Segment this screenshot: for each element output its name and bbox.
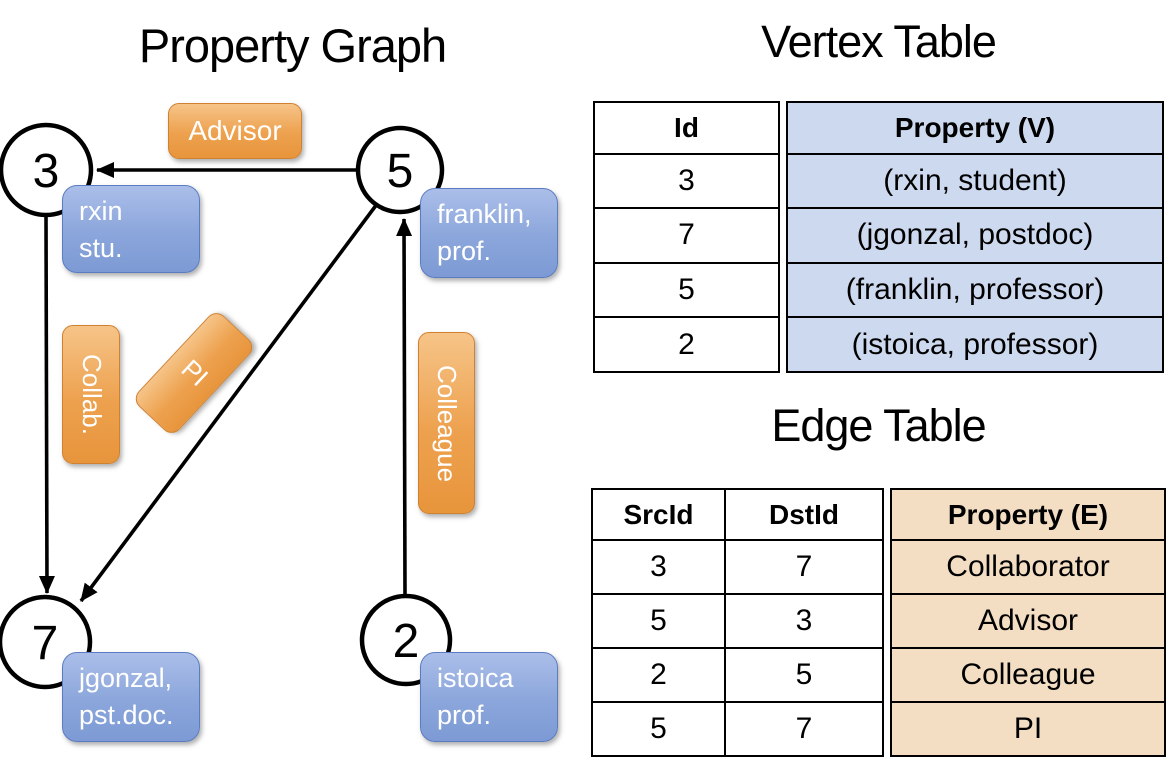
vertex-id-header: Id xyxy=(593,101,780,155)
table-row: 7 xyxy=(593,207,780,264)
vertex-property-cell: (istoica, professor) xyxy=(786,316,1164,373)
edge-collab-3-to-7 xyxy=(38,215,55,594)
edge-table: SrcId DstId 3 7 5 3 2 5 5 7 Property (E)… xyxy=(591,488,1166,757)
vertex-label-jgonzal-line1: jgonzal, xyxy=(79,663,173,693)
table-row: Advisor xyxy=(890,593,1166,649)
vertex-id-cell: 5 xyxy=(593,261,780,319)
edge-table-title: Edge Table xyxy=(771,400,986,451)
edge-label-colleague-text: Colleague xyxy=(432,364,462,482)
vertex-property-cell: (rxin, student) xyxy=(786,152,1164,210)
node-2-id: 2 xyxy=(393,615,420,668)
node-7-id: 7 xyxy=(32,617,59,670)
vertex-label-jgonzal-line2: pst.doc. xyxy=(79,700,174,730)
table-row: 5 xyxy=(593,261,780,319)
vertex-table-id-column: Id 3 7 5 2 xyxy=(593,101,780,373)
property-graph-panel: Property Graph 3 5 7 2 Advisor xyxy=(0,19,558,742)
edge-label-advisor: Advisor xyxy=(168,103,302,159)
edge-label-collab: Collab. xyxy=(62,325,120,464)
table-row: 3 7 xyxy=(591,539,884,595)
table-row: (istoica, professor) xyxy=(786,316,1164,373)
table-row: Colleague xyxy=(890,647,1166,703)
table-row: 5 3 xyxy=(591,593,884,649)
table-row: (franklin, professor) xyxy=(786,261,1164,319)
vertex-label-istoica-line1: istoica xyxy=(437,663,514,693)
edge-srcid-cell: 2 xyxy=(591,647,726,703)
vertex-label-rxin-line2: stu. xyxy=(79,233,123,263)
vertex-id-cell: 3 xyxy=(593,152,780,210)
edge-srcid-cell: 5 xyxy=(591,701,726,757)
vertex-property-cell: (franklin, professor) xyxy=(786,261,1164,319)
vertex-id-cell: 2 xyxy=(593,316,780,373)
vertex-property-cell: (jgonzal, postdoc) xyxy=(786,207,1164,264)
edge-dstid-cell: 7 xyxy=(724,701,884,757)
edge-label-advisor-text: Advisor xyxy=(188,115,282,146)
vertex-label-rxin: rxin stu. xyxy=(62,185,200,273)
property-graph-title: Property Graph xyxy=(138,19,447,72)
table-row: (jgonzal, postdoc) xyxy=(786,207,1164,264)
edge-dstid-header: DstId xyxy=(724,488,884,541)
edge-srcid-header: SrcId xyxy=(591,488,726,541)
edge-property-cell: Collaborator xyxy=(890,539,1166,595)
edge-dstid-cell: 3 xyxy=(724,593,884,649)
edge-property-cell: Advisor xyxy=(890,593,1166,649)
edge-label-collab-text: Collab. xyxy=(76,354,107,435)
edge-dstid-cell: 5 xyxy=(724,647,884,703)
vertex-label-franklin: franklin, prof. xyxy=(420,188,558,278)
vertex-label-istoica-line2: prof. xyxy=(437,700,492,730)
vertex-table: Id 3 7 5 2 Property (V) (rxin, student) … xyxy=(593,101,1164,373)
edge-label-pi-text: PI xyxy=(175,353,214,392)
table-row: (rxin, student) xyxy=(786,152,1164,210)
edge-table-id-columns: SrcId DstId 3 7 5 3 2 5 5 7 xyxy=(591,488,884,757)
edge-property-header: Property (E) xyxy=(890,488,1166,541)
table-row: PI xyxy=(890,701,1166,757)
table-row: 5 7 xyxy=(591,701,884,757)
edge-property-cell: Colleague xyxy=(890,647,1166,703)
vertex-id-cell: 7 xyxy=(593,207,780,264)
table-row: Collaborator xyxy=(890,539,1166,595)
edge-property-cell: PI xyxy=(890,701,1166,757)
table-row: 3 xyxy=(593,152,780,210)
vertex-label-istoica: istoica prof. xyxy=(420,652,558,742)
vertex-label-franklin-line1: franklin, xyxy=(437,199,532,229)
vertex-table-property-column: Property (V) (rxin, student) (jgonzal, p… xyxy=(786,101,1164,373)
node-3-id: 3 xyxy=(33,145,60,198)
edge-table-property-column: Property (E) Collaborator Advisor Collea… xyxy=(890,488,1166,757)
vertex-property-header: Property (V) xyxy=(786,101,1164,155)
table-row: 2 xyxy=(593,316,780,373)
edge-dstid-cell: 7 xyxy=(724,539,884,595)
edge-srcid-cell: 5 xyxy=(591,593,726,649)
edge-srcid-cell: 3 xyxy=(591,539,726,595)
edge-pi-5-to-7 xyxy=(79,202,379,603)
graph-drawing: 3 5 7 2 xyxy=(0,122,453,690)
vertex-table-title: Vertex Table xyxy=(761,16,997,67)
table-row: 2 5 xyxy=(591,647,884,703)
vertex-label-jgonzal: jgonzal, pst.doc. xyxy=(62,652,200,742)
edge-colleague-2-to-5 xyxy=(396,218,413,596)
vertex-label-franklin-line2: prof. xyxy=(437,236,492,266)
node-5-circle xyxy=(355,125,445,215)
edge-label-colleague: Colleague xyxy=(418,332,475,514)
vertex-label-rxin-line1: rxin xyxy=(79,196,123,226)
node-5-id: 5 xyxy=(387,145,414,198)
